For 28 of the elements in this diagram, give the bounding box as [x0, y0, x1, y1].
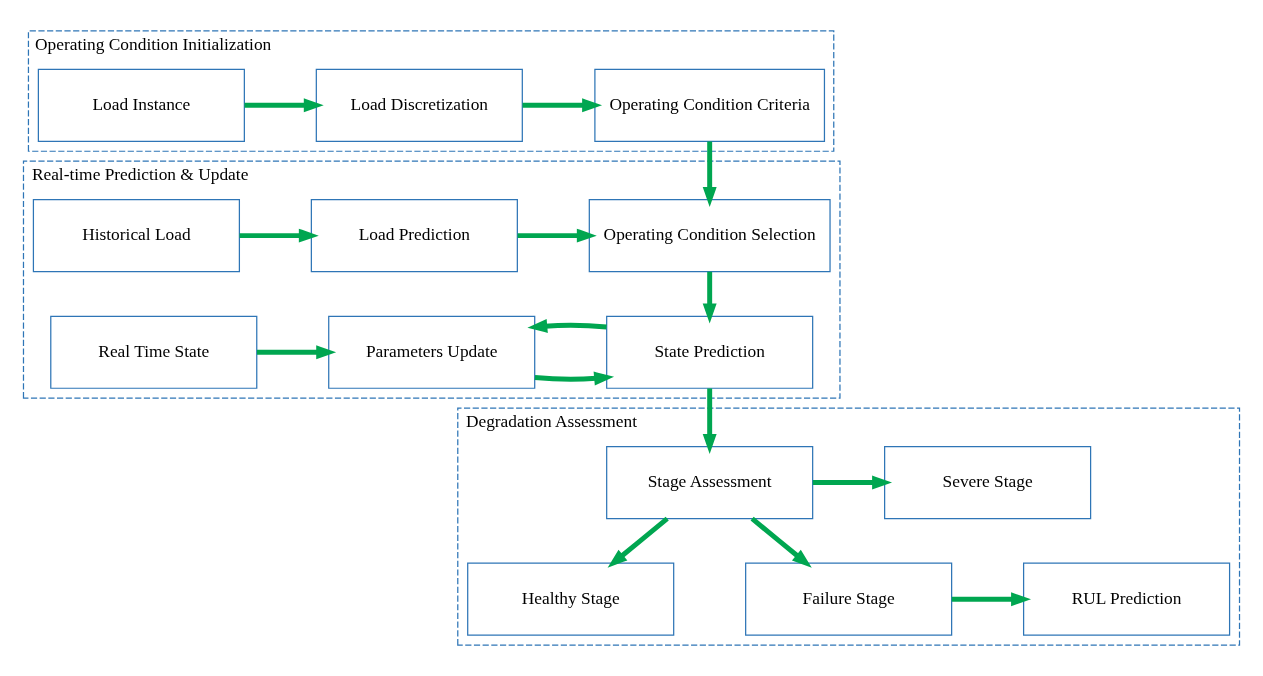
node-box: Severe Stage	[884, 445, 1092, 520]
arrow	[239, 228, 319, 243]
arrow	[517, 228, 597, 243]
arrow	[702, 388, 717, 454]
node-box: Load Instance	[37, 68, 245, 142]
node-box: RUL Prediction	[1023, 562, 1231, 636]
node-box: Real Time State	[50, 315, 258, 389]
node-box: Load Discretization	[315, 68, 523, 142]
node-box: Parameters Update	[328, 315, 536, 389]
node-box: Load Prediction	[310, 199, 518, 273]
arrow	[607, 516, 669, 568]
arrow	[812, 475, 893, 490]
arrow	[244, 98, 324, 113]
arrow	[750, 516, 812, 568]
node-box: Stage Assessment	[606, 445, 814, 520]
arrow	[951, 592, 1031, 607]
node-box: Failure Stage	[745, 562, 953, 636]
arrow	[522, 98, 603, 113]
node-box: Operating Condition Criteria	[594, 68, 826, 142]
node-box: Operating Condition Selection	[588, 199, 831, 273]
arrow	[534, 371, 615, 386]
node-box: Healthy Stage	[467, 562, 675, 636]
arrow	[256, 345, 337, 360]
arrow	[702, 271, 717, 324]
arrow	[702, 141, 717, 207]
node-box: Historical Load	[32, 199, 240, 273]
arrow	[527, 319, 607, 333]
node-box: State Prediction	[606, 315, 814, 389]
